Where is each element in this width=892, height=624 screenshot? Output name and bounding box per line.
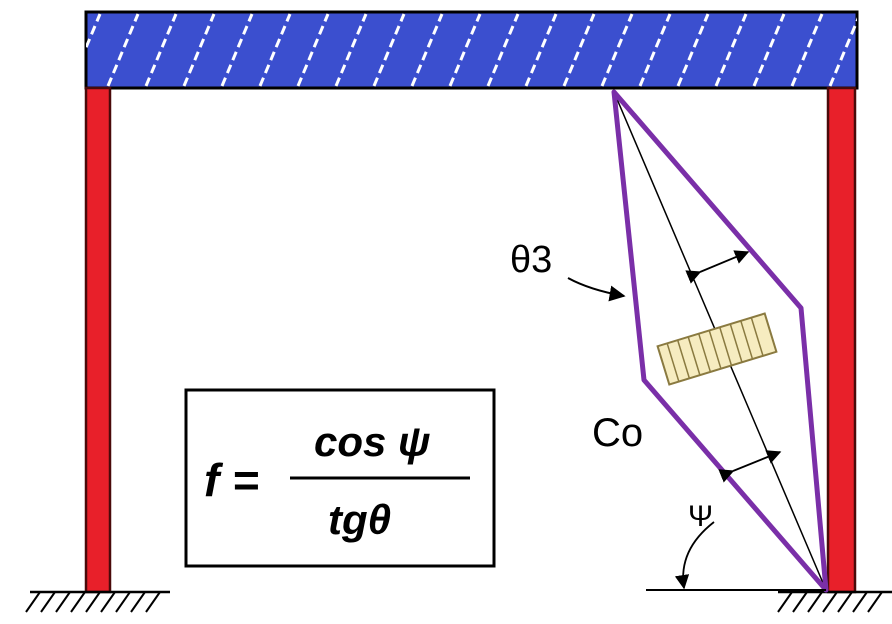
- width-arrow-lower: [718, 450, 782, 483]
- c0-label: Co: [592, 411, 643, 455]
- theta-leader-arrow: [567, 277, 626, 302]
- damper-element: [656, 312, 778, 386]
- width-arrow-upper: [685, 250, 750, 284]
- formula-denominator: tgθ: [328, 496, 391, 543]
- formula-lhs: f =: [204, 454, 259, 506]
- right-ground-support: [777, 590, 892, 613]
- top-beam: [84, 10, 859, 90]
- left-ground-support: [25, 590, 170, 613]
- psi-angle-arc: [674, 521, 715, 590]
- right-column: [826, 86, 857, 594]
- theta-label: θ3: [510, 239, 552, 281]
- left-column: [84, 86, 112, 594]
- psi-label: Ψ: [688, 500, 713, 533]
- beam-hatching: [86, 13, 857, 87]
- formula-numerator: cos ψ: [314, 418, 431, 465]
